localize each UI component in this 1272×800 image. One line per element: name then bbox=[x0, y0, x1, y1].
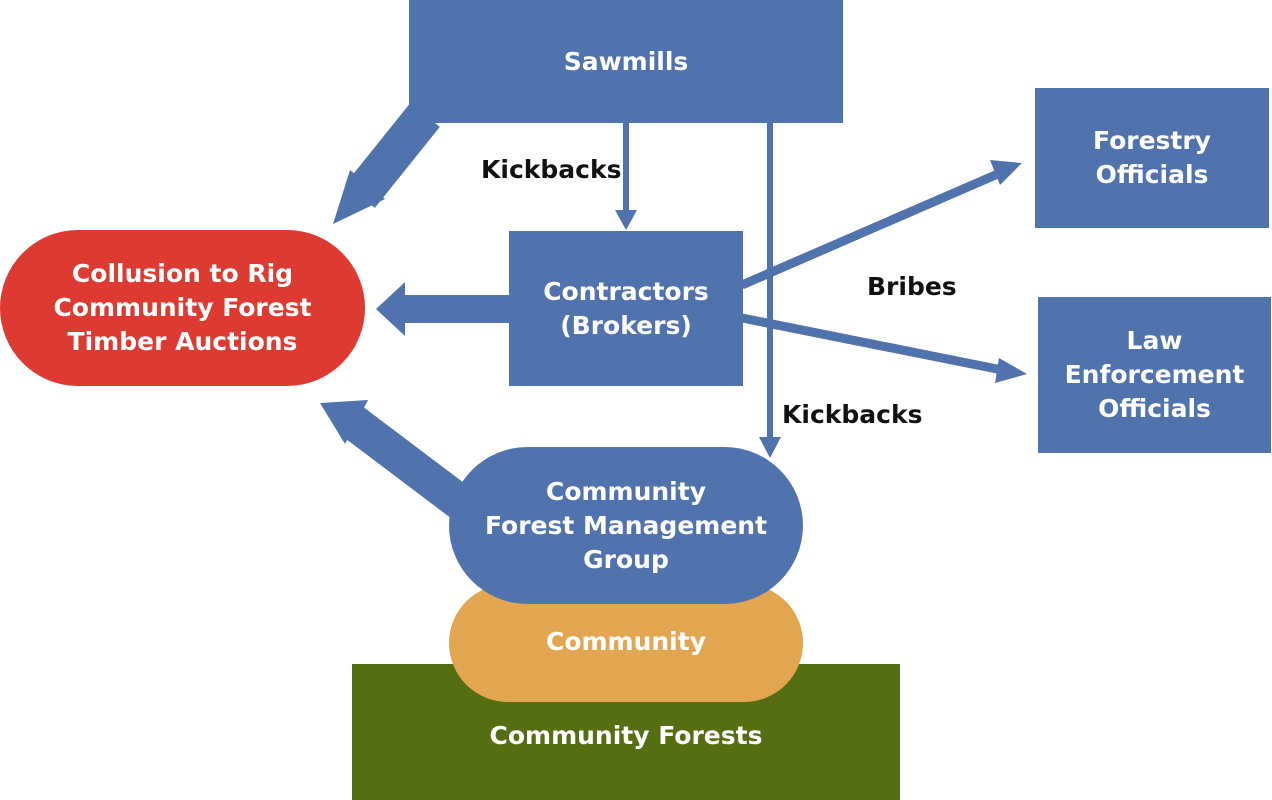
contractors-box: Contractors (Brokers) bbox=[509, 231, 743, 386]
arrow-sawmills-to-contractors bbox=[615, 122, 637, 230]
collusion-pill: Collusion to Rig Community Forest Timber… bbox=[0, 230, 365, 386]
kickbacks-label-top: Kickbacks bbox=[481, 155, 622, 184]
cfmg-pill: Community Forest Management Group bbox=[449, 447, 803, 604]
sawmills-box: Sawmills bbox=[409, 0, 843, 123]
community-forests-label: Community Forests bbox=[489, 721, 763, 750]
law-enforcement-box: Law Enforcement Officials bbox=[1038, 297, 1271, 453]
forestry-officials-box: Forestry Officials bbox=[1035, 88, 1269, 228]
arrow-contractors-to-law bbox=[741, 313, 1027, 383]
arrow-cfmg-to-collusion bbox=[320, 400, 481, 525]
community-label: Community bbox=[545, 627, 707, 656]
arrow-contractors-to-forestry bbox=[740, 160, 1022, 290]
sawmills-label: Sawmills bbox=[563, 46, 689, 76]
contractors-label: Contractors (Brokers) bbox=[543, 276, 709, 340]
arrow-contractors-to-collusion bbox=[376, 282, 510, 336]
cfmg-label: Community Forest Management Group bbox=[484, 476, 768, 574]
law-enforcement-label: Law Enforcement Officials bbox=[1064, 326, 1245, 423]
arrow-sawmills-to-cfmg bbox=[759, 122, 781, 458]
bribes-label: Bribes bbox=[867, 272, 957, 301]
arrow-sawmills-to-collusion bbox=[333, 103, 440, 224]
forestry-officials-label: Forestry Officials bbox=[1093, 126, 1211, 189]
kickbacks-label-bottom: Kickbacks bbox=[782, 400, 923, 429]
collusion-label: Collusion to Rig Community Forest Timber… bbox=[53, 259, 312, 356]
